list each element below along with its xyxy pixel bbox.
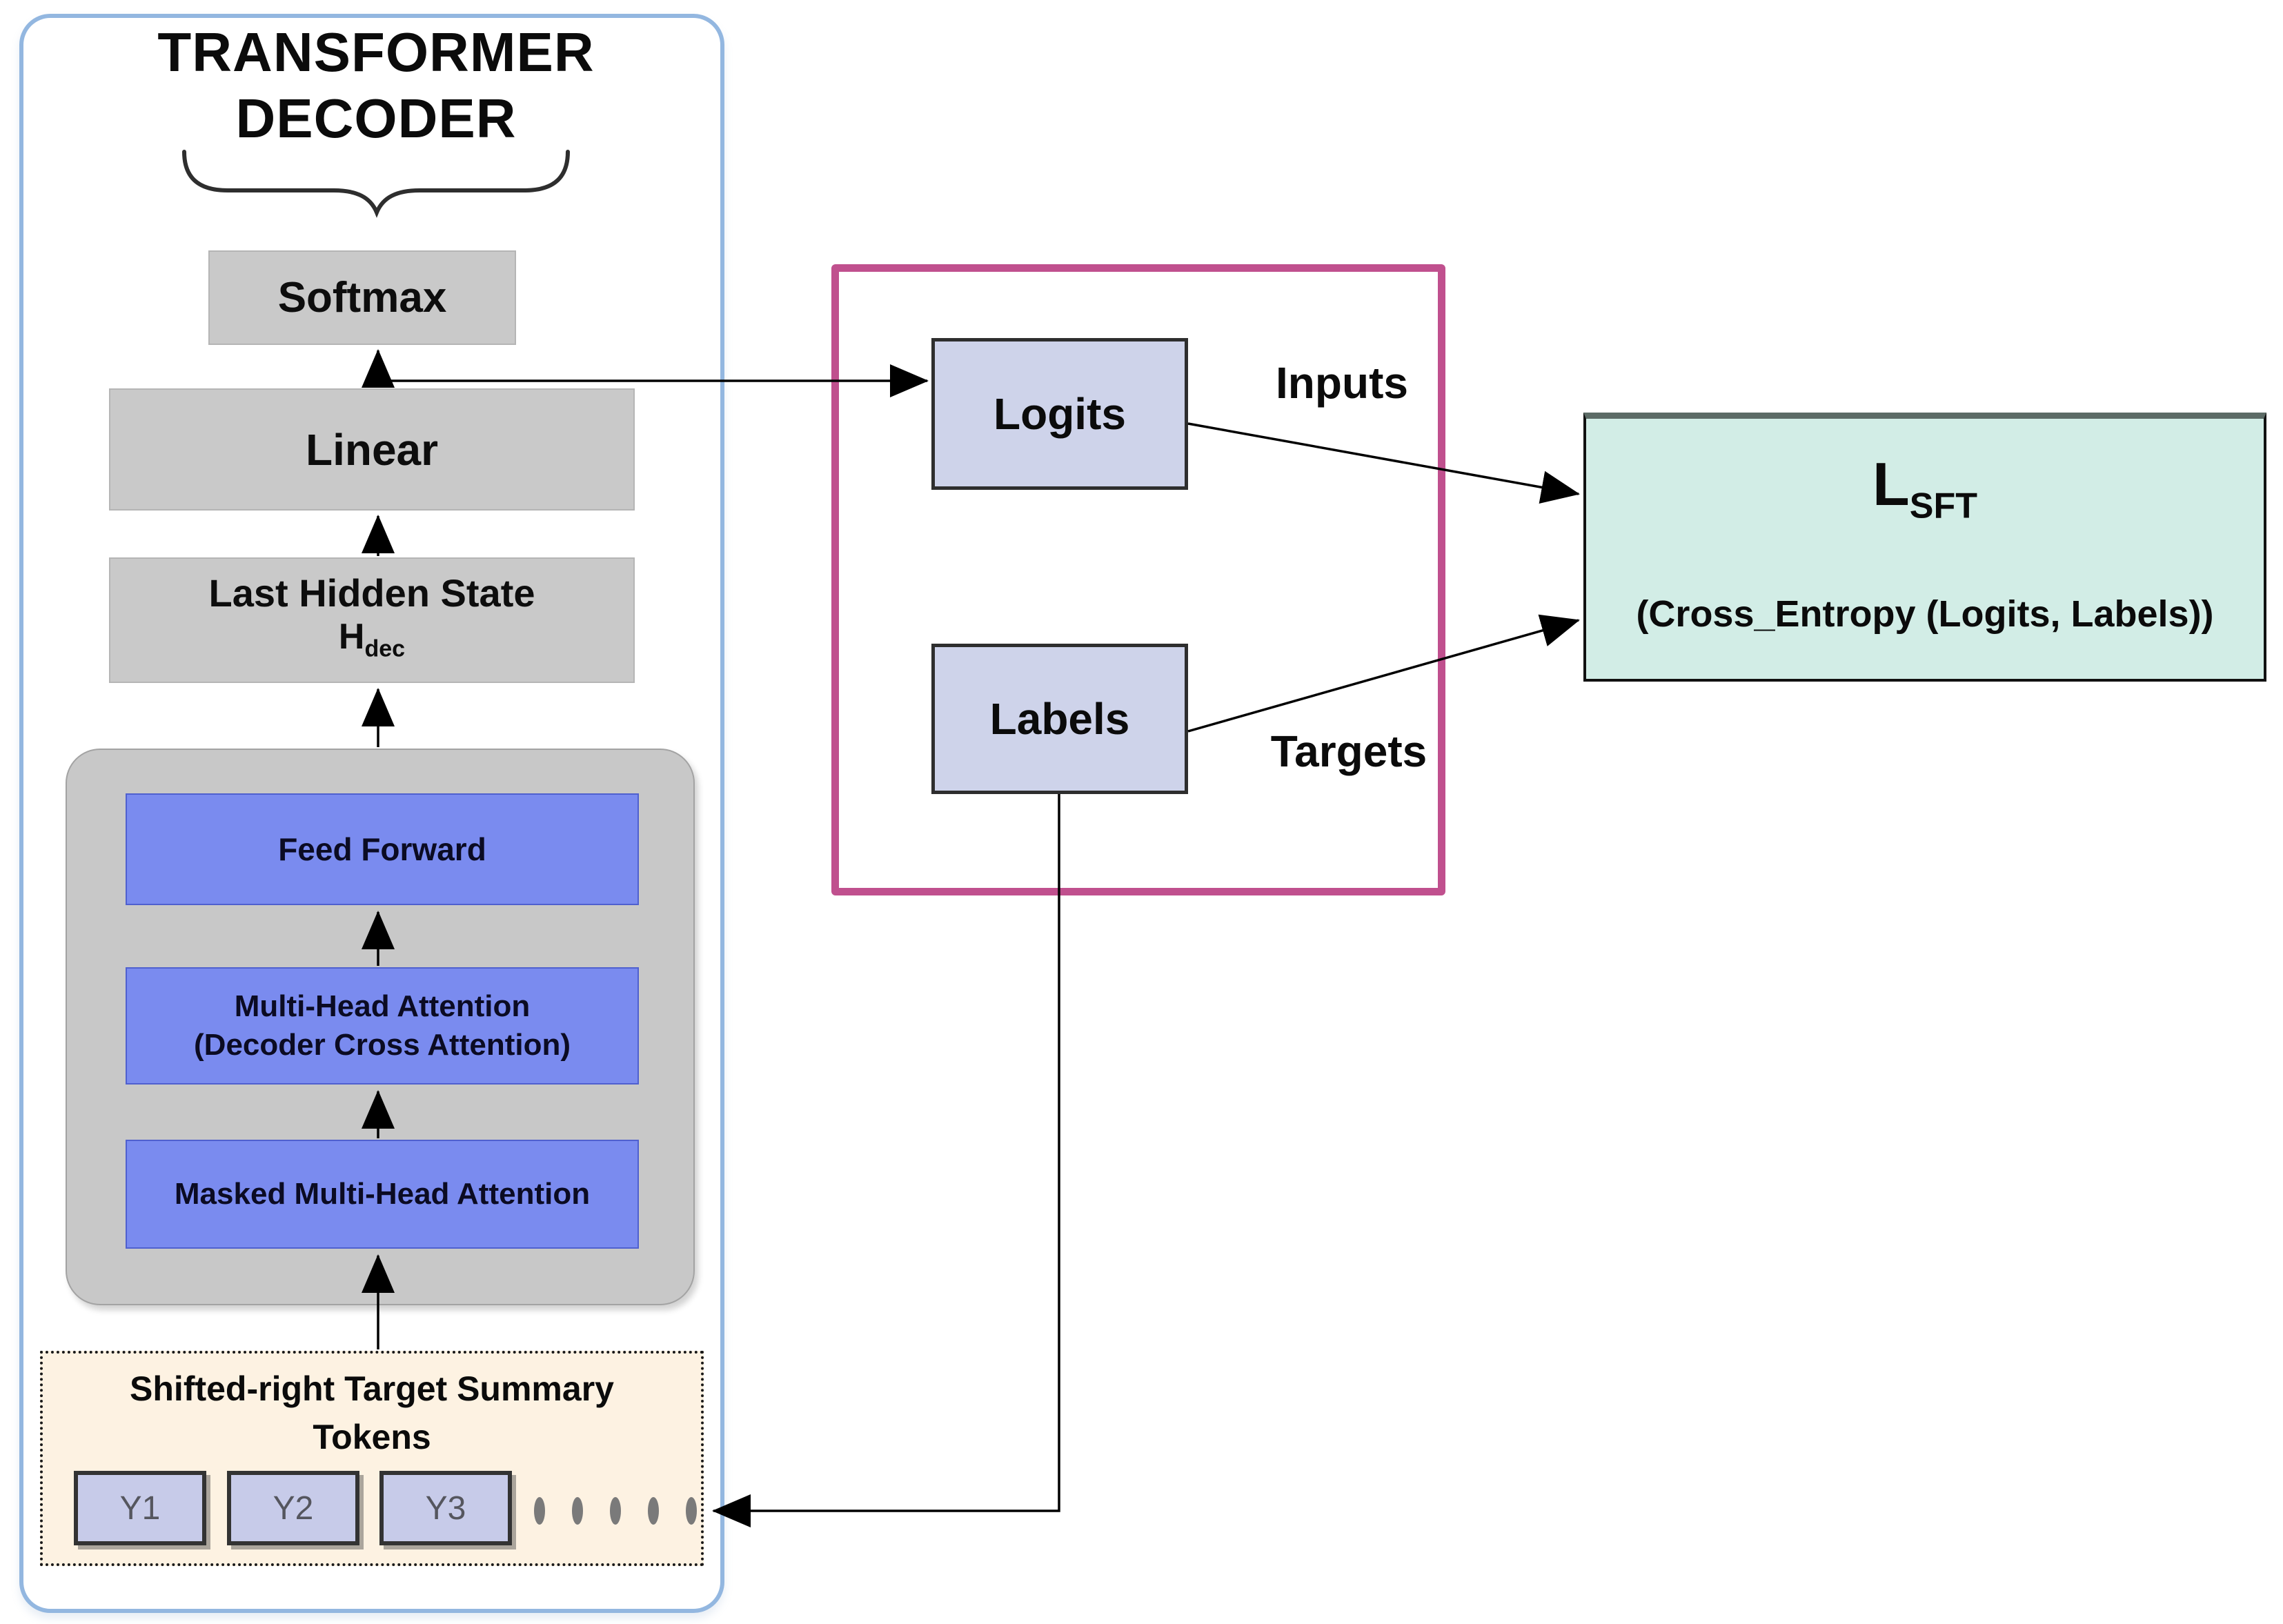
arrow-labels-to-tokens — [712, 794, 1060, 1527]
tokens-title-line2: Tokens — [313, 1418, 431, 1456]
decoder-title-line1: TRANSFORMER — [157, 21, 595, 83]
loss-symbol: LSFT — [1872, 450, 1977, 526]
cross-attention-label-line2: (Decoder Cross Attention) — [194, 1028, 571, 1062]
labels-box: Labels — [931, 644, 1188, 794]
token-label-y2: Y2 — [273, 1489, 314, 1527]
loss-symbol-subscript: SFT — [1909, 486, 1977, 526]
cross-attention-box: Multi-Head Attention (Decoder Cross Atte… — [126, 967, 639, 1085]
tokens-title-line1: Shifted-right Target Summary — [130, 1369, 614, 1408]
sft-loss-box: LSFT (Cross_Entropy (Logits, Labels)) — [1583, 413, 2266, 682]
token-chip-y3: Y3 — [379, 1471, 512, 1545]
logits-label: Logits — [994, 389, 1126, 439]
hidden-state-subscript: dec — [364, 635, 406, 662]
feed-forward-box: Feed Forward — [126, 793, 639, 905]
logits-box: Logits — [931, 338, 1188, 490]
masked-attention-box: Masked Multi-Head Attention — [126, 1140, 639, 1249]
target-tokens-panel: Shifted-right Target Summary Tokens Y1 Y… — [40, 1351, 704, 1566]
token-chip-y1: Y1 — [74, 1471, 206, 1545]
tokens-panel-title: Shifted-right Target Summary Tokens — [43, 1365, 701, 1461]
decoder-title-line2: DECODER — [235, 88, 517, 149]
softmax-label: Softmax — [277, 274, 447, 321]
decoder-title: TRANSFORMER DECODER — [107, 19, 645, 152]
feed-forward-label: Feed Forward — [278, 831, 486, 867]
hidden-state-symbol: Hdec — [338, 617, 406, 662]
cross-attention-label-line1: Multi-Head Attention — [234, 989, 531, 1023]
softmax-box: Softmax — [208, 250, 516, 345]
last-hidden-state-label: Last Hidden State — [208, 571, 535, 615]
ellipsis-dot — [534, 1497, 545, 1525]
ellipsis-dot — [610, 1497, 621, 1525]
linear-box: Linear — [109, 388, 635, 511]
loss-io-frame — [831, 264, 1445, 895]
loss-formula: (Cross_Entropy (Logits, Labels)) — [1636, 593, 2214, 635]
linear-label: Linear — [305, 424, 439, 475]
token-label-y3: Y3 — [425, 1489, 466, 1527]
targets-caption: Targets — [1270, 726, 1427, 776]
labels-label: Labels — [989, 694, 1130, 744]
last-hidden-state-box: Last Hidden State Hdec — [109, 557, 635, 683]
masked-attention-label: Masked Multi-Head Attention — [174, 1177, 591, 1211]
token-chip-y2: Y2 — [227, 1471, 359, 1545]
inputs-caption: Inputs — [1276, 358, 1408, 408]
token-label-y1: Y1 — [119, 1489, 161, 1527]
ellipsis-dot — [686, 1497, 697, 1525]
ellipsis-dot — [572, 1497, 583, 1525]
ellipsis-dot — [648, 1497, 659, 1525]
